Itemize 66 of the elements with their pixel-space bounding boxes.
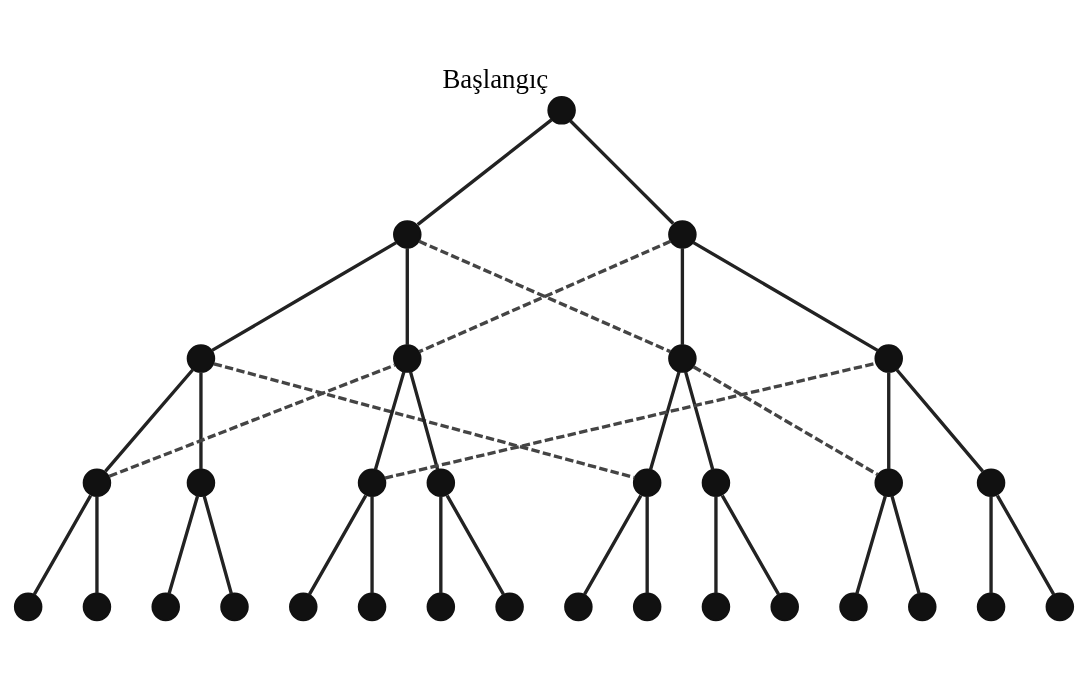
connector bbox=[384, 361, 877, 480]
connector bbox=[202, 495, 233, 594]
node-circle bbox=[632, 592, 662, 621]
node-circle bbox=[770, 592, 799, 621]
node-circle bbox=[186, 467, 216, 497]
connector bbox=[199, 371, 203, 469]
node-circle bbox=[82, 467, 112, 497]
node-circle bbox=[564, 592, 593, 621]
node-circle bbox=[668, 219, 697, 249]
node-circle bbox=[289, 592, 318, 621]
node-circle bbox=[874, 343, 903, 373]
node-circle bbox=[393, 219, 422, 249]
connector bbox=[373, 370, 406, 470]
connector bbox=[213, 361, 636, 479]
connector bbox=[370, 495, 374, 593]
connector bbox=[32, 494, 93, 595]
node-circle bbox=[426, 467, 456, 497]
node-circle bbox=[220, 592, 249, 621]
connector bbox=[95, 495, 99, 593]
node-circle bbox=[82, 592, 112, 621]
node-circle bbox=[151, 592, 180, 621]
connector bbox=[408, 370, 440, 470]
node-circle bbox=[357, 592, 387, 621]
connector bbox=[307, 494, 368, 595]
connector bbox=[855, 495, 887, 594]
connector bbox=[692, 364, 879, 476]
node-circle bbox=[668, 343, 697, 373]
connector bbox=[104, 368, 195, 472]
connector bbox=[211, 240, 398, 352]
connector bbox=[569, 119, 675, 225]
node-circle bbox=[13, 592, 43, 621]
connector bbox=[416, 118, 553, 226]
connector bbox=[890, 495, 921, 594]
node-circle bbox=[495, 592, 524, 621]
node-circle bbox=[976, 467, 1006, 497]
node-circle bbox=[547, 95, 576, 125]
connector bbox=[583, 494, 643, 595]
connector bbox=[167, 495, 200, 594]
connector bbox=[645, 495, 649, 593]
connector bbox=[405, 247, 409, 345]
node-circle bbox=[874, 467, 903, 497]
connector bbox=[995, 494, 1056, 595]
connector bbox=[445, 494, 505, 595]
node-circle bbox=[357, 467, 387, 497]
connector bbox=[648, 370, 681, 470]
node-label: Başlangıç bbox=[442, 63, 549, 94]
node-circle bbox=[1045, 592, 1075, 621]
connector bbox=[714, 495, 718, 593]
node-circle bbox=[632, 467, 662, 497]
connector bbox=[108, 363, 396, 478]
node-circle bbox=[701, 592, 731, 621]
connector bbox=[684, 370, 715, 470]
connector bbox=[439, 495, 443, 593]
node-circle bbox=[393, 343, 422, 373]
node-circle bbox=[701, 467, 731, 497]
node-circle bbox=[186, 343, 216, 373]
connector bbox=[720, 494, 781, 595]
connector bbox=[895, 368, 985, 472]
node-circle bbox=[426, 592, 456, 621]
node-circle bbox=[908, 592, 937, 621]
node-circle bbox=[839, 592, 868, 621]
connector bbox=[692, 240, 879, 352]
node-circle bbox=[976, 592, 1006, 621]
connector bbox=[989, 495, 993, 593]
connector bbox=[887, 371, 891, 469]
connector bbox=[680, 247, 685, 345]
